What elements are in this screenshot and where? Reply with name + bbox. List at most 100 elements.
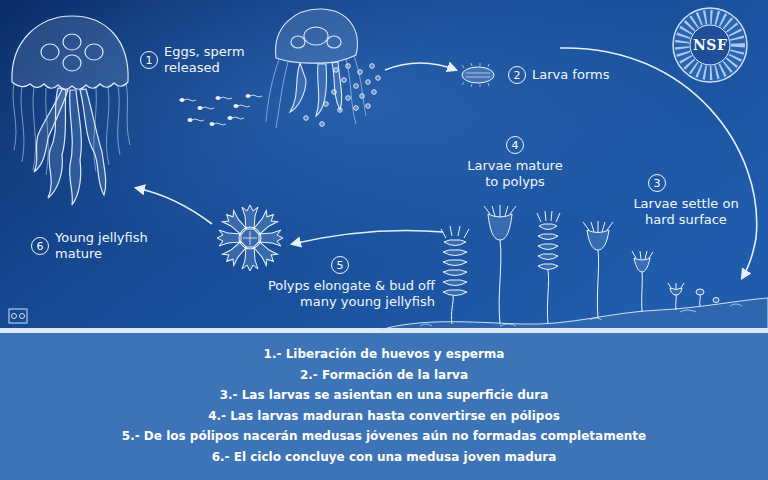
polyps [443,260,467,266]
polyps [713,298,719,303]
polyps [538,234,558,240]
adult-jellyfish [118,86,120,155]
cycle-arrows [385,63,456,70]
polyps [443,250,467,256]
polyps [538,264,558,270]
ephyra [217,205,283,271]
polyps [538,254,558,260]
sperm [188,118,192,121]
adult-jellyfish [63,34,81,50]
stage-label: Larvae mature to polyps [463,158,567,191]
polyps [444,240,466,246]
polyps [632,251,653,259]
ephyra [217,230,241,246]
caption-line: 1.- Liberación de huevos y esperma [0,344,768,365]
polyps [443,280,467,286]
stage-callout: 4Larvae mature to polyps [463,136,567,191]
polyps [699,295,701,306]
sperm [184,99,196,101]
eggs [304,116,309,121]
eggs [372,90,377,95]
sea-background [0,0,768,330]
ephyra [243,231,257,245]
caption-band: 1.- Liberación de huevos y esperma2.- Fo… [0,333,768,480]
polyps [634,258,650,272]
polyps [488,214,512,240]
eggs [346,64,351,69]
sperm [220,97,232,99]
spawning-jellyfish [290,63,306,112]
ephyra [239,227,261,249]
cycle-arrows [560,48,757,278]
logo-text: NSF [693,38,727,52]
adult-jellyfish [12,16,128,89]
ephyra [242,205,258,229]
stage-label: Young jellyfish mature [55,230,167,263]
planula-larva [462,63,494,87]
sea-background [0,0,768,330]
spawning-jellyfish [276,9,358,63]
polyps [539,224,557,230]
adult-jellyfish [70,90,82,205]
sperm [234,104,238,107]
sperm [228,116,232,119]
eggs [360,94,365,99]
cycle-arrows [136,48,757,278]
caption-line: 3.- Las larvas se asientan en una superf… [0,385,768,406]
spawning-jellyfish [316,64,327,116]
planula-larva [466,73,490,77]
spawning-jellyfish [291,36,305,48]
spawning-jellyfish [332,62,342,110]
eggs [342,78,347,83]
eggs [338,108,343,113]
polyps [484,205,516,217]
polyps [538,244,558,250]
adult-jellyfish [13,83,16,150]
eggs [324,102,329,107]
stage-label: Larvae settle on hard surface [630,196,742,229]
polyps [597,250,598,318]
spawning-jellyfish [354,56,366,116]
credit-icon [20,314,25,319]
credit-icon [12,314,17,319]
polyps [583,221,613,233]
caption-line: 5.- De los pólipos nacerán medusas jóven… [0,426,768,447]
polyps [441,226,469,238]
planula-larva [462,63,489,87]
stage-callout: 3Larvae settle on hard surface [630,174,742,229]
nsf-logo [690,25,730,65]
polyps [451,296,453,324]
adult-jellyfish [34,89,68,172]
spawning-jellyfish [266,56,366,128]
spawning-jellyfish [276,62,288,128]
spawning-jellyfish [266,59,279,122]
stage-callout: 6 Young jellyfish mature [31,230,167,263]
adult-jellyfish [21,86,24,162]
adult-jellyfish [41,44,59,60]
stage-label: Eggs, sperm released [164,44,256,77]
seafloor [380,298,768,330]
adult-jellyfish [33,87,36,170]
sperm [202,107,214,109]
sperm [180,94,262,125]
stage-callout: 5Polyps elongate & bud off many young je… [245,256,435,311]
polyps [443,290,467,296]
polyps [675,294,677,310]
sperm [216,96,220,99]
caption-line: 2.- Formación de la larva [0,365,768,386]
eggs [370,64,375,69]
sperm [180,98,184,101]
sperm [232,117,244,119]
polyps [537,211,560,222]
callout-number: 6 [31,237,49,255]
stage-label: Polyps elongate & bud off many young jel… [245,278,435,311]
nsf-logo [673,8,747,82]
adult-jellyfish [106,87,109,165]
eggs [334,68,339,73]
spawning-jellyfish [304,27,328,45]
adult-jellyfish [12,16,130,205]
callout-number: 1 [140,51,158,69]
eggs [332,90,337,95]
